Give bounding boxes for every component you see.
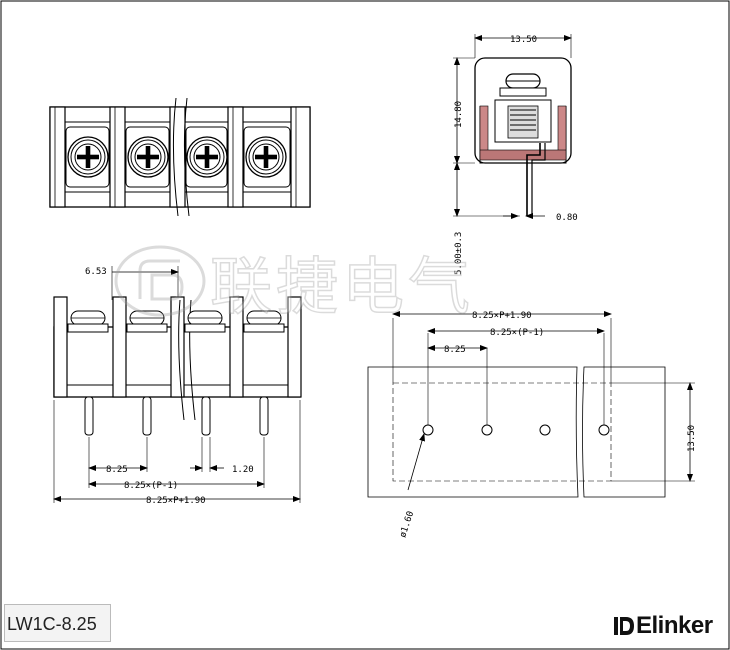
side-view: 13.50 14.80 5.00±0.3 0.80 <box>453 34 578 275</box>
pcb-depth-dim: 13.50 <box>687 425 697 452</box>
brand-logo-icon <box>614 617 634 635</box>
top-view <box>49 97 311 217</box>
offset-dim: 6.53 <box>85 267 107 277</box>
brand-logo: Elinker <box>612 612 713 640</box>
cross-screw-icon <box>245 136 287 178</box>
brand-name: Elinker <box>636 612 713 639</box>
front-view: 6.53 <box>53 266 302 506</box>
pcb-pitch-dim: 8.25 <box>444 345 466 355</box>
pin-length-dim: 5.00±0.3 <box>454 232 464 275</box>
pcb-span-dim: 8.25×(P-1) <box>490 328 544 338</box>
hole-dim: ø1.60 <box>398 510 416 539</box>
pin-width-dim: 1.20 <box>232 465 254 475</box>
pin-dim: 0.80 <box>556 213 578 223</box>
cross-screw-icon <box>186 136 228 178</box>
pitch-dim: 8.25 <box>106 465 128 475</box>
span-dim: 8.25×(P-1) <box>124 481 178 491</box>
cross-screw-icon <box>67 136 109 178</box>
side-width-dim: 13.50 <box>510 35 537 45</box>
part-number: LW1C-8.25 <box>4 604 111 642</box>
pcb-layout: 8.25×P+1.90 8.25×(P-1) 8.25 13.50 ø1.60 <box>367 311 697 539</box>
total-dim: 8.25×P+1.90 <box>146 496 206 506</box>
pcb-total-dim: 8.25×P+1.90 <box>472 311 532 321</box>
cross-screw-icon <box>127 136 169 178</box>
side-height-dim: 14.80 <box>454 101 464 128</box>
